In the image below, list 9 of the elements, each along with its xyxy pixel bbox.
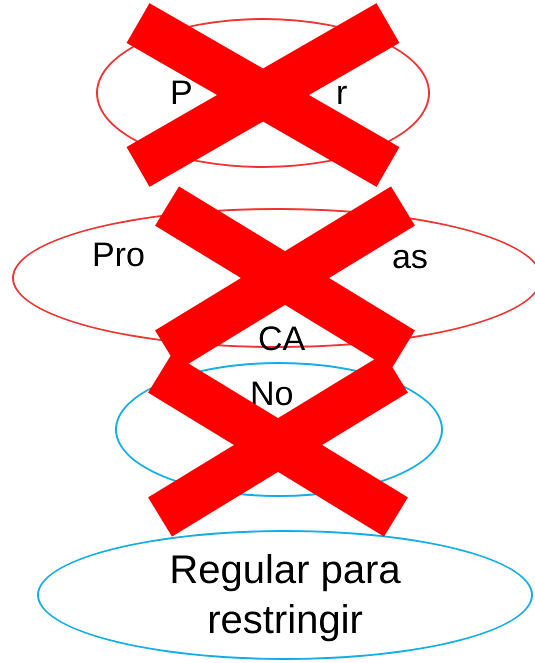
node-label: Pro xyxy=(92,238,145,272)
node-label: No xyxy=(250,377,294,411)
node-label: Regular para restringir xyxy=(168,547,402,644)
node-label: r xyxy=(336,76,348,110)
node-label: P xyxy=(170,76,193,110)
ellipse-node xyxy=(96,18,430,168)
ellipse-node xyxy=(37,530,533,660)
node-label: as xyxy=(392,240,428,274)
ellipse-node xyxy=(115,362,443,497)
